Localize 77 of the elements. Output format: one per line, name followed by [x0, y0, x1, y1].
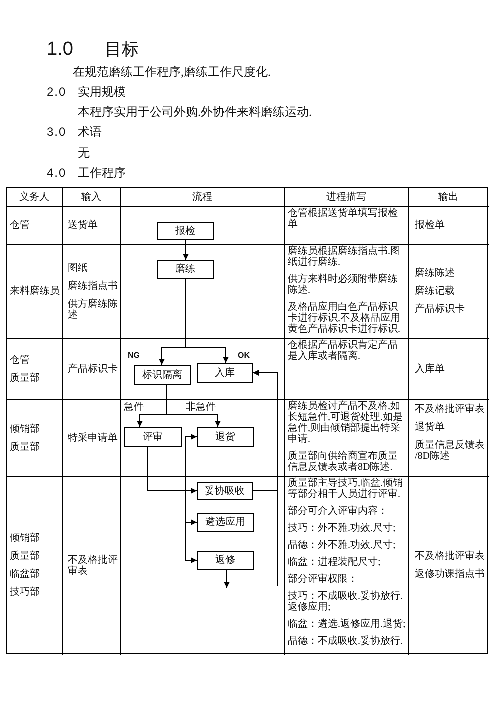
flow-arrow — [186, 278, 229, 364]
column-header: 输出 — [438, 192, 458, 202]
input-document: 磨练指点书 — [68, 280, 119, 292]
section-title: 工作程序 — [78, 166, 126, 180]
flow-arrow — [224, 570, 230, 588]
output-document: 不及格批评审表 — [415, 404, 486, 415]
column-header: 进程描写 — [326, 192, 366, 202]
process-description: 技巧：不成吸收.妥协放行.返修应用; — [288, 591, 404, 613]
output-document: 返修功课指点书 — [415, 569, 486, 580]
output-document: 报检单 — [415, 220, 446, 231]
process-description: 技巧：外不雅.功效.尺寸; — [288, 523, 397, 534]
input-document: 送货单 — [68, 220, 99, 231]
role-name: 倾销部 — [10, 533, 41, 544]
role-name: 质量部 — [10, 551, 41, 562]
input-document: 供方磨练陈述 — [68, 298, 119, 320]
output-document: 磨练记载 — [415, 286, 456, 297]
column-header: 义务人 — [20, 192, 50, 202]
input-document: 图纸 — [68, 262, 89, 274]
process-description: 磨练员根据磨练指点书.图纸进行磨练. — [288, 246, 402, 268]
role-name: 技巧部 — [10, 587, 41, 598]
section-number: 3.0 — [47, 125, 67, 139]
process-box: 遴选应用 — [197, 513, 254, 532]
role-name: 质量部 — [10, 442, 41, 452]
role-name: 仓管 — [10, 354, 31, 366]
process-description: 仓管根据送货单填写报检单 — [288, 208, 399, 230]
role-name: 来料磨练员 — [10, 286, 61, 297]
process-description: 质量部向供给商宣布质量信息反馈表或者8D陈述. — [288, 451, 399, 473]
section-title: 术语 — [78, 125, 102, 139]
section-text: 本程序实用于公司外购.外协件来料磨练运动. — [78, 105, 312, 119]
flow-arrow — [252, 370, 278, 586]
section-number: 4.0 — [47, 166, 67, 180]
process-description: 仓根据产品标识肯定产品是入库或者隔离. — [288, 340, 399, 362]
process-box: 退货 — [197, 427, 254, 447]
flow-arrow — [183, 240, 189, 260]
section-number: 1.0 — [47, 39, 74, 61]
process-description: 磨练员检讨产品不及格,如长短急件,可退货处理.如是急件,则由倾销部提出特采申请. — [288, 401, 404, 445]
edge-label: 非急件 — [186, 402, 216, 413]
flow-arrow — [166, 384, 221, 428]
role-name: 仓管 — [10, 220, 31, 231]
role-name: 倾销部 — [10, 424, 41, 434]
process-description: 及格品应用白色产品标识卡进行标识,不及格品应用黄色产品标识卡进行标识. — [288, 302, 402, 335]
role-name: 临盆部 — [10, 569, 41, 580]
output-document: 质量信息反馈表/8D陈述 — [415, 440, 486, 462]
process-description: 部分可介入评审内容： — [288, 506, 389, 517]
process-description: 品德：不成吸收.妥协放行. — [288, 636, 404, 647]
process-box: 评审 — [124, 427, 182, 447]
process-description: 品德：外不雅.功效.尺寸; — [288, 540, 397, 551]
process-box: 标识隔离 — [134, 365, 191, 385]
section-text: 在规范磨练工作程序,磨练工作尺度化. — [73, 65, 271, 79]
process-description: 临盆：遴选.返修应用.退货; — [288, 619, 407, 630]
output-document: 退货单 — [415, 422, 446, 433]
edge-label: 急件 — [124, 402, 144, 413]
process-description: 质量部主导技巧,临盆.倾销等部分相干人员进行评审. — [288, 478, 404, 500]
section-title: 目标 — [105, 40, 139, 60]
process-description: 部分评审权限： — [288, 574, 359, 585]
process-box: 返修 — [197, 551, 254, 570]
process-box: 磨练 — [157, 260, 214, 279]
edge-label: NG — [128, 351, 140, 360]
input-document: 不及格批评审表 — [68, 554, 119, 576]
section-number: 2.0 — [47, 85, 67, 99]
role-name: 质量部 — [10, 372, 41, 384]
column-header: 输入 — [82, 192, 102, 202]
process-description: 供方来料时必须附带磨练陈述. — [288, 274, 399, 296]
output-document: 不及格批评审表 — [415, 551, 486, 562]
process-box: 入库 — [197, 363, 253, 383]
edge-label: OK — [238, 351, 250, 360]
flow-arrow — [148, 446, 198, 564]
process-description: 临盆：进程装配尺寸; — [288, 557, 382, 568]
output-document: 磨练陈述 — [415, 268, 456, 279]
section-title: 实用规模 — [78, 85, 126, 99]
output-document: 产品标识卡 — [415, 304, 466, 315]
process-box: 妥协吸收 — [197, 482, 253, 500]
input-document: 产品标识卡 — [68, 364, 119, 374]
column-header: 流程 — [192, 192, 212, 202]
output-document: 入库单 — [415, 364, 446, 374]
section-text: 无 — [78, 146, 90, 160]
process-box: 报检 — [157, 222, 214, 240]
